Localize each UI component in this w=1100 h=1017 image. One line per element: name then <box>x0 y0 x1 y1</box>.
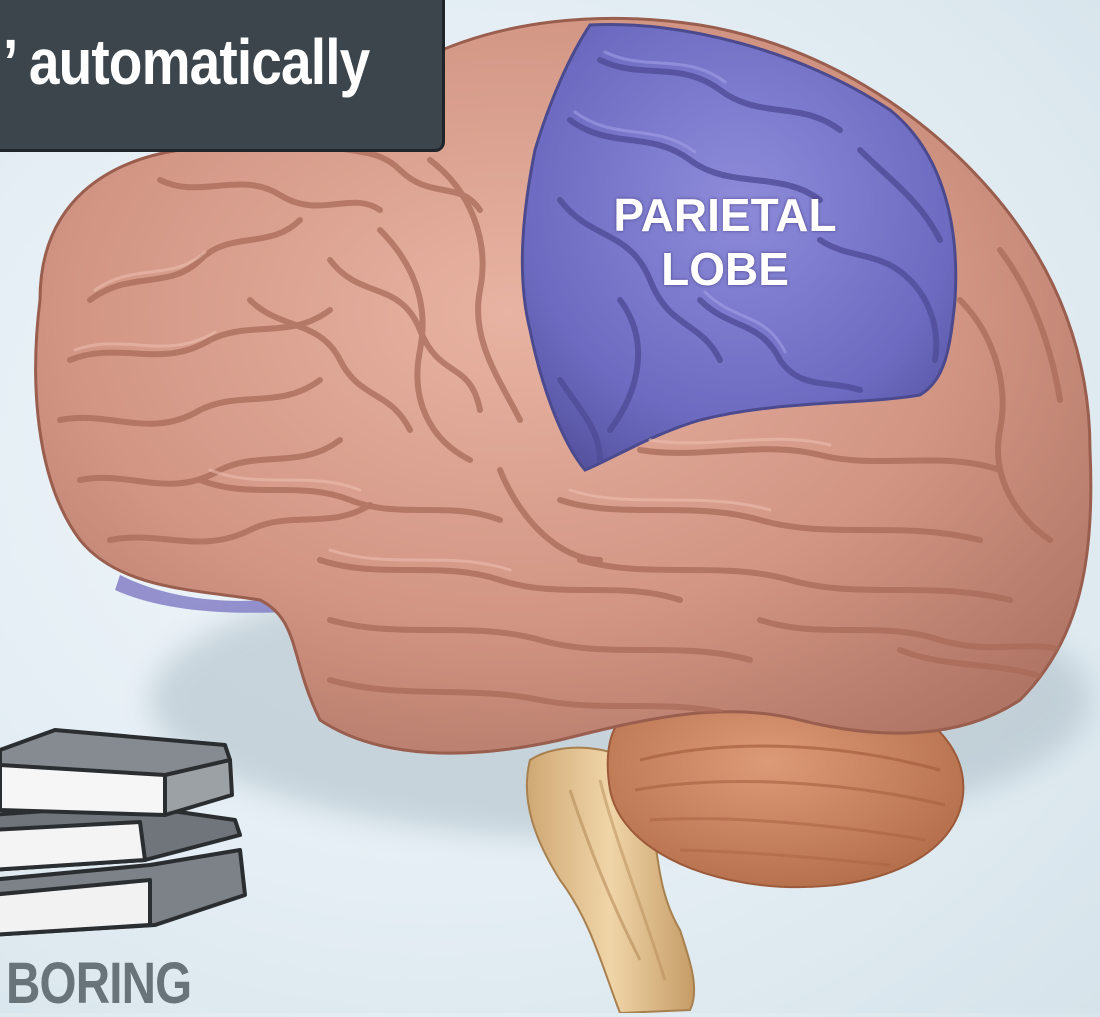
parietal-label-line1: PARIETAL <box>585 188 865 242</box>
banner: ’ automatically <box>0 0 445 152</box>
parietal-lobe-label: PARIETAL LOBE <box>585 188 865 296</box>
boring-label: BORING <box>6 950 191 1017</box>
books-stack-icon <box>0 730 245 935</box>
parietal-label-line2: LOBE <box>585 242 865 296</box>
banner-text: ’ automatically <box>3 25 369 99</box>
